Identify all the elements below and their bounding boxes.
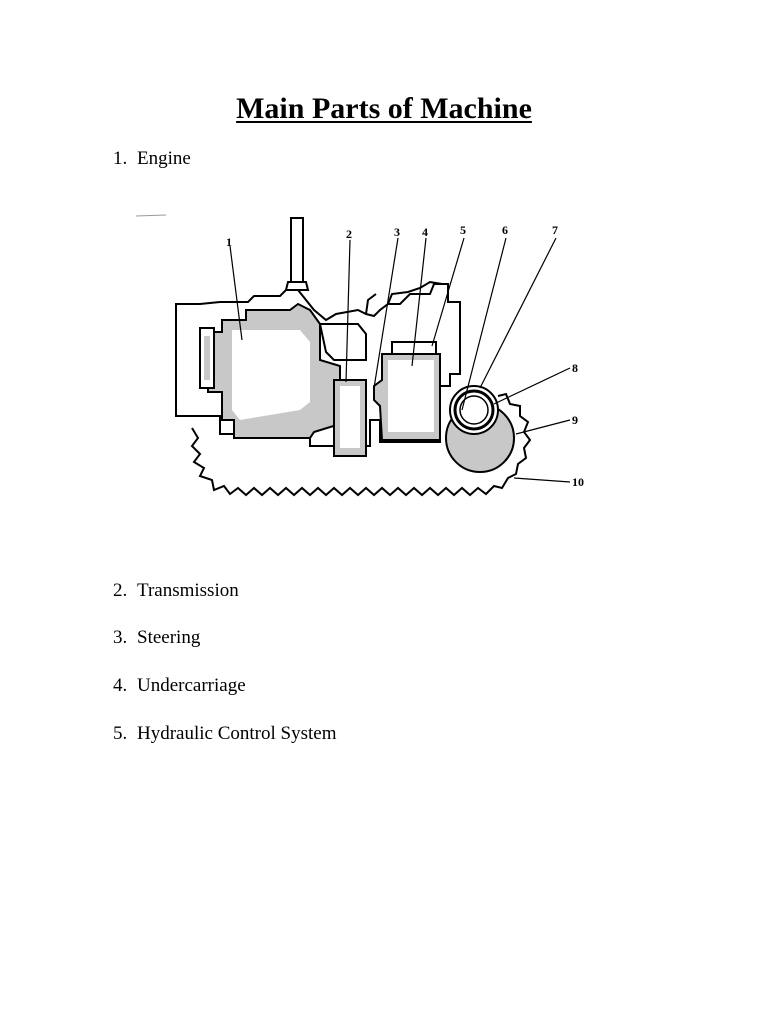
list-item-number: 2.: [113, 580, 128, 601]
list-item-label: Hydraulic Control System: [137, 723, 337, 744]
list-item-label: Transmission: [137, 580, 239, 601]
engine-block: [199, 302, 341, 439]
callout-number: 9: [572, 413, 578, 427]
list-item: 2. Transmission: [113, 579, 239, 603]
transmission-housing: [318, 323, 367, 457]
machine-cross-section-diagram: 1 2 3 4 5 6 7 8 9 10: [135, 214, 584, 497]
callout-number: 7: [552, 223, 558, 237]
callout-number: 1: [226, 235, 232, 249]
callout-number: 8: [572, 361, 578, 375]
list-item-label: Undercarriage: [137, 675, 246, 696]
list-item: 5. Hydraulic Control System: [113, 722, 336, 746]
sprocket-wheel: [445, 385, 515, 473]
callout-leader-lines: [229, 237, 571, 483]
scan-artifact: [135, 214, 167, 217]
list-item-number: 5.: [113, 723, 128, 744]
machine-body: [175, 217, 461, 447]
callout-number: 4: [422, 225, 428, 239]
callout-number: 6: [502, 223, 508, 237]
callout-number: 2: [346, 227, 352, 241]
list-item-label: Steering: [137, 627, 201, 648]
callout-number: 5: [460, 223, 466, 237]
callout-number: 3: [394, 225, 400, 239]
list-item-number: 4.: [113, 675, 128, 696]
track-outline: [190, 392, 532, 497]
list-item: 1. Engine: [113, 147, 191, 171]
list-item: 3. Steering: [113, 626, 200, 650]
steering-housing: [373, 341, 441, 441]
list-item-number: 3.: [113, 627, 128, 648]
list-item: 4. Undercarriage: [113, 674, 246, 698]
list-item-number: 1.: [113, 148, 128, 169]
list-item-label: Engine: [137, 148, 191, 169]
callout-number: 10: [572, 475, 584, 489]
page-title: Main Parts of Machine: [236, 92, 532, 125]
